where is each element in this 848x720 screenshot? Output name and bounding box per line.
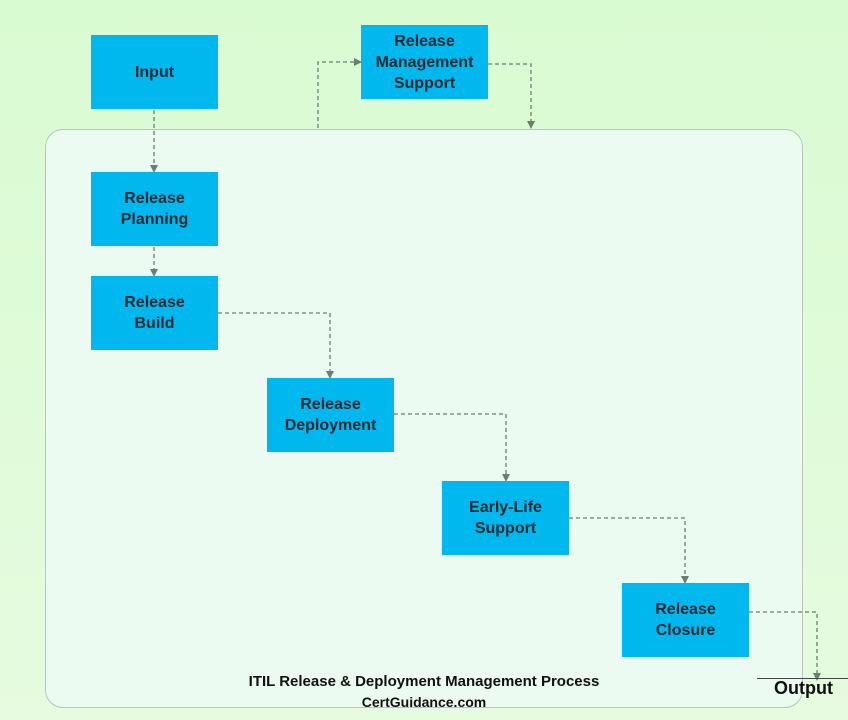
input-label: Input bbox=[134, 63, 175, 81]
release-deployment-label: Release Deployment bbox=[284, 396, 377, 434]
connector-frame-to-rms bbox=[317, 58, 362, 128]
release-planning-label: Release Planning bbox=[120, 190, 189, 228]
output-label: Output bbox=[774, 678, 833, 698]
release-closure-label: Release Closure bbox=[655, 601, 716, 639]
output-underline bbox=[757, 678, 848, 679]
input-box: Input bbox=[91, 35, 218, 109]
release-build-box: Release Build bbox=[91, 276, 218, 350]
diagram-title: ITIL Release & Deployment Management Pro… bbox=[248, 673, 600, 690]
release-build-label: Release Build bbox=[124, 294, 185, 332]
source-credit: CertGuidance.com bbox=[361, 694, 487, 710]
release-management-support-label: Release Management Support bbox=[375, 32, 474, 92]
connector-rms-to-frame bbox=[488, 63, 535, 129]
early-life-support-box: Early-Life Support bbox=[442, 481, 569, 555]
release-planning-box: Release Planning bbox=[91, 172, 218, 246]
release-closure-box: Release Closure bbox=[622, 583, 749, 657]
release-management-support-box: Release Management Support bbox=[361, 25, 488, 99]
connector-deployment-to-early-life bbox=[394, 413, 510, 482]
release-deployment-box: Release Deployment bbox=[267, 378, 394, 452]
connector-build-to-deployment bbox=[218, 312, 334, 379]
connector-early-life-to-closure bbox=[569, 517, 689, 584]
early-life-support-label: Early-Life Support bbox=[469, 499, 542, 537]
connector-closure-to-output bbox=[749, 611, 821, 681]
